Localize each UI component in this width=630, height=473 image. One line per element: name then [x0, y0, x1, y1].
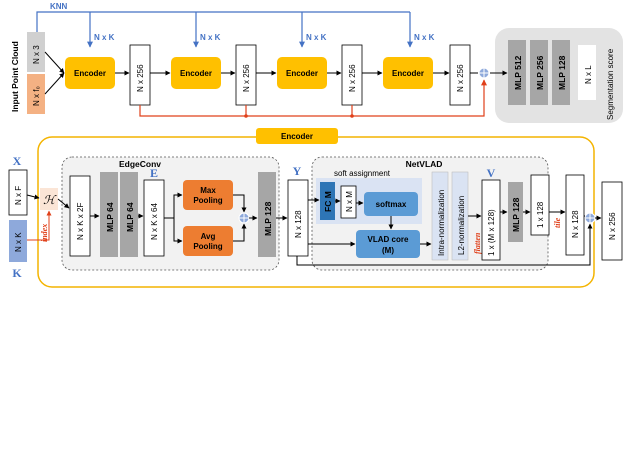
feature-block-4: [449, 44, 471, 106]
svg-text:N x 256: N x 256: [242, 64, 251, 92]
index-label: index: [40, 224, 49, 242]
knn-connections: [36, 11, 413, 48]
v-vector-block: [481, 179, 501, 261]
tiled-nx128-block: [565, 174, 585, 256]
y-symbol: Y: [293, 164, 302, 178]
skip-connections: [139, 79, 487, 117]
nxk-label-4: N x K: [414, 33, 435, 42]
soft-assignment-label: soft assignment: [334, 169, 391, 178]
svg-text:VLAD core: VLAD core: [368, 235, 409, 244]
svg-text:Encoder: Encoder: [392, 69, 424, 78]
svg-text:N x 256: N x 256: [456, 64, 465, 92]
svg-text:N x M: N x M: [345, 191, 354, 212]
mlp-128-block: [552, 40, 570, 105]
y-nx128-block: [287, 179, 309, 257]
svg-text:N x L: N x L: [584, 65, 593, 84]
svg-text:(M): (M): [382, 246, 394, 255]
svg-text:L2-normalization: L2-normalization: [457, 196, 466, 255]
encoder-flow-arrows: [26, 192, 602, 266]
top-flow-arrows: [44, 51, 508, 95]
flatten-label: flatten: [473, 232, 482, 254]
svg-text:N x K: N x K: [14, 232, 23, 252]
input-nx3-block: [27, 32, 45, 72]
mlp-128-block-vlad: [508, 182, 523, 242]
svg-text:MLP 128: MLP 128: [557, 55, 567, 90]
max-pooling-block: [183, 180, 233, 210]
nxm-block: [340, 185, 357, 219]
encoder-block-2: [171, 57, 221, 89]
softmax-block: [364, 192, 418, 216]
mlp-128-block-edge: [258, 172, 276, 257]
svg-text:N x 128: N x 128: [294, 210, 303, 238]
input-point-cloud-label: Input Point Cloud: [10, 41, 20, 112]
svg-text:Encoder: Encoder: [74, 69, 106, 78]
k-symbol: K: [12, 266, 22, 280]
encoder-title-tag: [256, 128, 338, 144]
svg-text:FC M: FC M: [323, 191, 333, 212]
mlp-64-block-2: [120, 172, 138, 257]
output-nxl-block: [578, 45, 596, 100]
svg-text:MLP 64: MLP 64: [105, 202, 115, 232]
svg-text:N x f₀: N x f₀: [32, 86, 41, 106]
h-operator: [40, 188, 58, 210]
svg-text:N x 256: N x 256: [348, 64, 357, 92]
svg-text:softmax: softmax: [376, 200, 407, 209]
svg-text:N x K x 64: N x K x 64: [150, 203, 159, 240]
svg-text:Encoder: Encoder: [286, 69, 318, 78]
input-nxf-block: [8, 169, 28, 216]
encoder-block-1: [65, 57, 115, 89]
svg-text:MLP 128: MLP 128: [263, 201, 273, 236]
e-symbol: E: [150, 166, 158, 180]
nxk-label-1: N x K: [94, 33, 115, 42]
mlp-256-block: [530, 40, 548, 105]
h-symbol: ℋ: [43, 193, 57, 207]
encoder-block-4: [383, 57, 433, 89]
mlp-512-block: [508, 40, 526, 105]
encoder-block-3: [277, 57, 327, 89]
segmentation-score-label: Segmentation score: [606, 48, 615, 120]
svg-text:N x K x 2F: N x K x 2F: [76, 203, 85, 240]
svg-text:MLP 128: MLP 128: [511, 197, 521, 232]
vlad-core-block: [356, 230, 420, 258]
svg-text:N x F: N x F: [14, 186, 23, 205]
encoder-detail-title: Encoder: [281, 132, 313, 141]
netvlad-title: NetVLAD: [406, 159, 443, 169]
svg-text:MLP 256: MLP 256: [535, 55, 545, 90]
svg-text:1 x (M x 128): 1 x (M x 128): [487, 209, 496, 256]
input-nxf0-block: [27, 74, 45, 114]
svg-text:Pooling: Pooling: [193, 242, 222, 251]
svg-text:MLP 512: MLP 512: [513, 55, 523, 90]
svg-text:1 x 128: 1 x 128: [536, 201, 545, 228]
svg-text:N x 256: N x 256: [136, 64, 145, 92]
tile-label: tile: [553, 217, 562, 228]
v-symbol: V: [487, 166, 496, 180]
svg-text:N x 3: N x 3: [32, 45, 41, 64]
svg-text:MLP 64: MLP 64: [125, 202, 135, 232]
fc-m-block: [320, 182, 335, 220]
output-nx256-block: [601, 181, 623, 261]
nxk-label-2: N x K: [200, 33, 221, 42]
svg-text:N x 256: N x 256: [608, 212, 617, 240]
knn-label: KNN: [50, 2, 68, 11]
input-nxk-block: [9, 220, 27, 262]
svg-text:N x 128: N x 128: [571, 210, 580, 238]
1x128-block: [530, 174, 550, 236]
avg-pooling-block: [183, 226, 233, 256]
mlp-64-block-1: [100, 172, 118, 257]
svg-text:Intra-normalization: Intra-normalization: [437, 190, 446, 256]
intra-normalization-block: [431, 171, 449, 261]
svg-text:Max: Max: [200, 186, 216, 195]
index-arrow: [27, 210, 52, 241]
nxk-label-3: N x K: [306, 33, 327, 42]
skip-junctions: [244, 114, 354, 118]
edgeconv-title: EdgeConv: [119, 159, 161, 169]
svg-text:Encoder: Encoder: [180, 69, 212, 78]
svg-text:Pooling: Pooling: [193, 196, 222, 205]
svg-text:Avg: Avg: [201, 232, 216, 241]
x-symbol: X: [13, 154, 22, 168]
